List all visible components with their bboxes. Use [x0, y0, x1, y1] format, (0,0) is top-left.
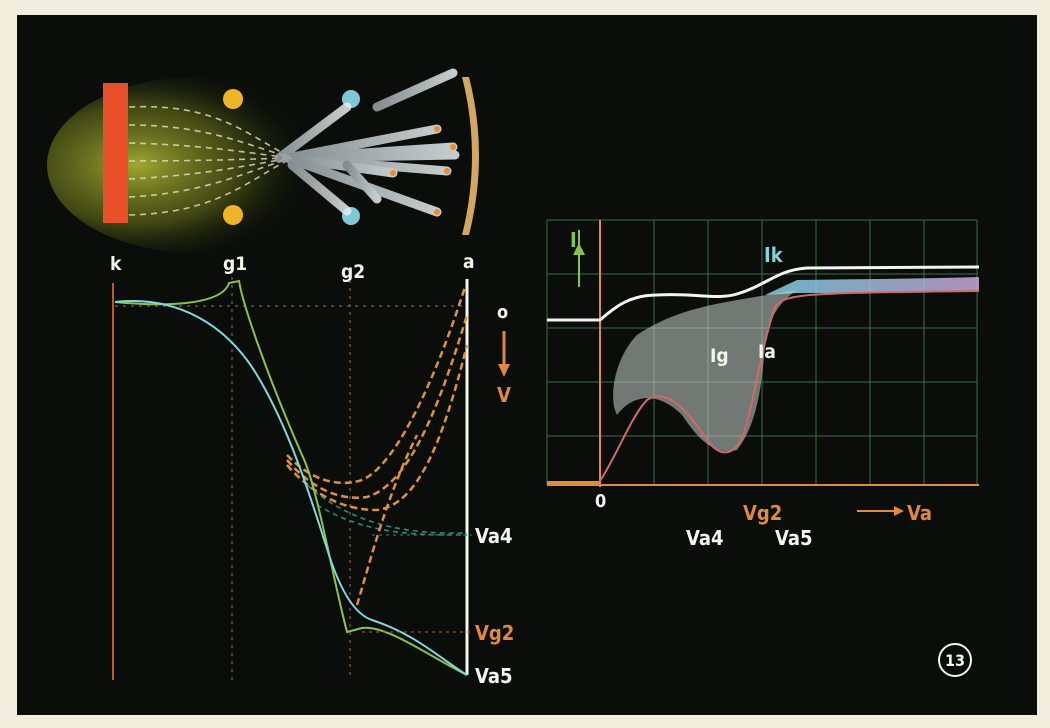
- g1-grid-wire-top: [223, 89, 243, 109]
- ia-label: Ia: [758, 341, 776, 363]
- characteristic-chart: I Ik Ig Ia 0 Vg2 Va4 Va5 Va: [547, 220, 979, 550]
- va-arrow-head: [894, 506, 904, 516]
- va4-label: Va4: [475, 524, 513, 548]
- anode-potential-curves: [287, 287, 467, 510]
- figure-number: 13: [945, 651, 965, 670]
- grid-potential-curve: [115, 281, 467, 675]
- ig-label: Ig: [710, 345, 729, 367]
- va5-label: Va5: [475, 664, 513, 688]
- ig-area: [613, 290, 797, 451]
- figure-plate: k g1 g2 a o V Va4 Vg2 Va5: [17, 15, 1037, 715]
- tube-illustration: [47, 73, 479, 253]
- current-axis-label: I: [570, 228, 577, 252]
- cathode-potential-curve: [115, 301, 467, 675]
- figure-svg: k g1 g2 a o V Va4 Vg2 Va5: [17, 15, 1037, 715]
- ik-label: Ik: [764, 243, 784, 267]
- potential-diagram: o V Va4 Vg2 Va5: [113, 277, 514, 688]
- potential-arrow-head: [498, 364, 510, 377]
- vg2-label: Vg2: [475, 621, 514, 645]
- label-a: a: [463, 251, 475, 273]
- va-axis-label: Va: [907, 501, 932, 525]
- origin-label: 0: [595, 491, 606, 512]
- va5-tick-label: Va5: [775, 526, 813, 550]
- va4-tick-label: Va4: [686, 526, 724, 550]
- potential-zero-label: o: [497, 302, 508, 323]
- vg2-tick-label: Vg2: [743, 501, 782, 525]
- cathode-plate: [103, 83, 128, 223]
- label-g1: g1: [223, 253, 247, 275]
- label-g2: g2: [341, 261, 365, 283]
- label-k: k: [110, 253, 122, 275]
- g1-grid-wire-bottom: [223, 205, 243, 225]
- potential-axis-label: V: [497, 383, 511, 407]
- anode-plate: [462, 77, 479, 235]
